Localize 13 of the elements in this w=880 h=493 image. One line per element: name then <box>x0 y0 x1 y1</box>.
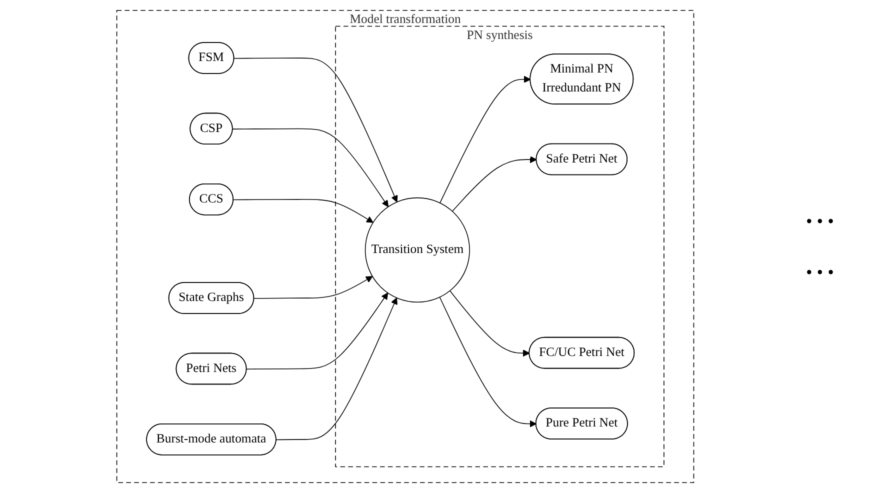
arrow <box>253 276 372 299</box>
arrow <box>246 292 388 370</box>
arrow <box>439 76 531 204</box>
arrow <box>449 290 530 357</box>
arrow <box>234 58 398 202</box>
arrow <box>232 199 374 223</box>
ellipsis-mark: • • • <box>806 262 835 282</box>
node-circle: Transition System <box>364 197 470 303</box>
arrow <box>276 298 398 440</box>
arrow <box>452 156 537 212</box>
ellipsis-mark: • • • <box>806 210 835 232</box>
arrow <box>439 296 536 428</box>
arrow <box>232 128 388 208</box>
